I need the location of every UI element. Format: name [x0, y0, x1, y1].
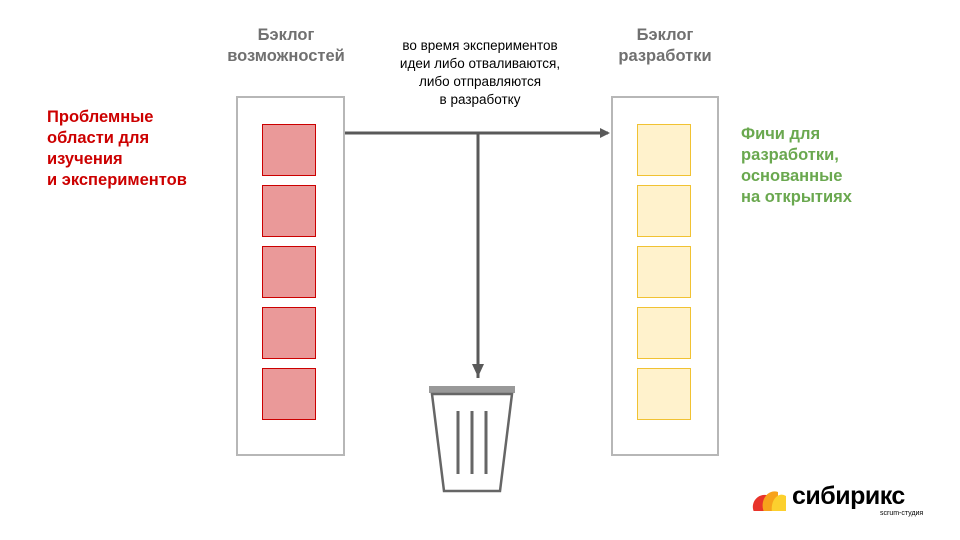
opportunity-card — [262, 307, 316, 359]
opportunity-card — [262, 368, 316, 420]
logo-subtitle: scrum-студия — [880, 510, 924, 517]
feature-card — [637, 307, 691, 359]
left-side-label: Проблемные области для изучения и экспер… — [47, 108, 187, 189]
development-backlog-column — [611, 96, 719, 456]
opportunity-backlog-column — [236, 96, 345, 456]
down-arrow-head — [472, 364, 484, 377]
feature-card — [637, 124, 691, 176]
opportunity-card — [262, 124, 316, 176]
opportunity-card — [262, 185, 316, 237]
right-side-label: Фичи для разработки, основанные на откры… — [741, 125, 852, 206]
trash-bin-icon — [429, 386, 515, 493]
logo-name: сибирикс — [792, 482, 905, 510]
right-column-title: Бэклог разработки — [618, 26, 712, 65]
feature-card — [637, 246, 691, 298]
feature-card — [637, 185, 691, 237]
arrow-caption: во время экспериментов идеи либо отвалив… — [399, 38, 561, 107]
left-column-title: Бэклог возможностей — [227, 26, 345, 65]
logo-mark-icon — [752, 491, 788, 514]
feature-card — [637, 368, 691, 420]
sibirix-logo: сибирикс scrum-студия — [752, 482, 942, 524]
opportunity-card — [262, 246, 316, 298]
